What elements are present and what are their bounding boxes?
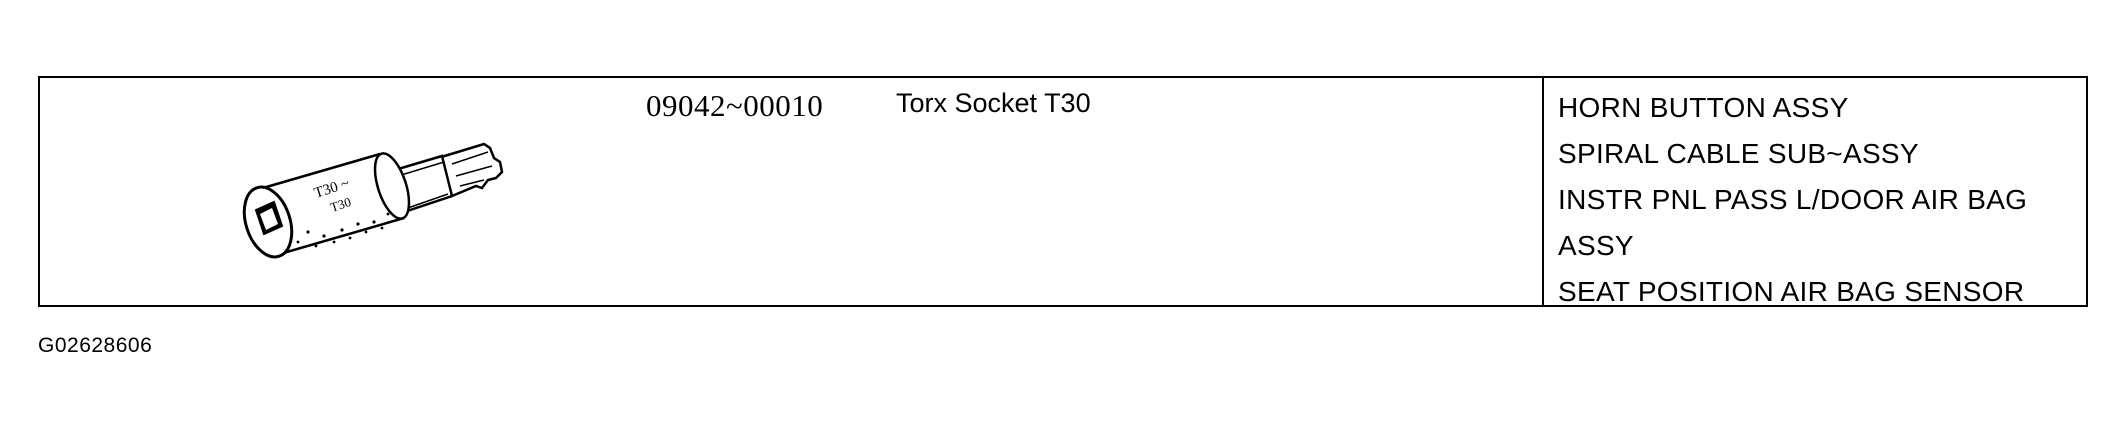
torx-socket-icon: T30 ~ T30 [242,142,504,259]
part-number: 09042~00010 [646,88,824,123]
application-item: SEAT POSITION AIR BAG SENSOR [1558,276,2025,307]
figure-id: G02628606 [38,334,153,357]
application-item: HORN BUTTON ASSY [1558,92,1849,123]
application-item: ASSY [1558,230,1634,261]
special-tool-table: T30 ~ T30 09042~00010 Torx Socket T30 HO… [38,76,2088,307]
tool-info-cell: T30 ~ T30 09042~00010 Torx Socket T30 [40,78,1544,305]
applications-cell: HORN BUTTON ASSY SPIRAL CABLE SUB~ASSY I… [1544,78,2086,307]
application-item: INSTR PNL PASS L/DOOR AIR BAG [1558,184,2028,215]
svg-text:T30: T30 [328,194,353,215]
application-item: SPIRAL CABLE SUB~ASSY [1558,138,1919,169]
tool-name: Torx Socket T30 [896,88,1091,118]
